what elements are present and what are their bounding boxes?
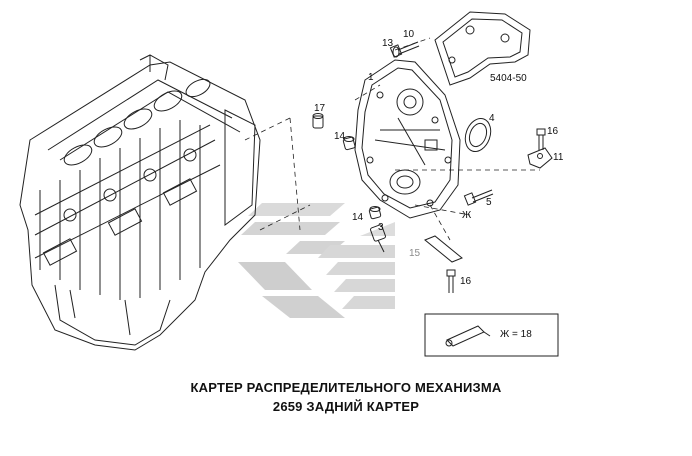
caption-line-2: 2659 ЗАДНИЙ КАРТЕР <box>272 399 420 414</box>
callout-11: 11 <box>553 152 564 163</box>
callout-16-top: 16 <box>547 126 559 137</box>
watermark-logo <box>238 203 395 318</box>
rear-cover <box>354 59 461 219</box>
legend-box: Ж = 18 <box>424 313 559 357</box>
bolt-5 <box>463 189 494 206</box>
dowel-17 <box>312 113 324 129</box>
bolt-10 <box>389 41 420 58</box>
callout-15: 15 <box>409 248 421 259</box>
callout-10: 10 <box>403 29 415 40</box>
bolt-16-bottom <box>446 269 456 293</box>
bolt-16-top <box>536 128 546 150</box>
callout-1: 1 <box>368 72 374 83</box>
callout-4: 4 <box>489 113 495 124</box>
callout-ref-5404-50: 5404-50 <box>490 73 527 84</box>
callout-16-bottom: 16 <box>460 276 472 287</box>
legend-text: Ж = 18 <box>500 329 532 340</box>
callout-13: 13 <box>382 38 394 49</box>
plate-15 <box>424 235 463 263</box>
callout-14-bottom: 14 <box>352 212 364 223</box>
gasket <box>434 11 531 86</box>
callout-3: 3 <box>378 222 384 233</box>
engine-block <box>19 54 261 351</box>
callout-star: Ж <box>462 210 472 221</box>
washer-13 <box>392 46 400 58</box>
callout-5: 5 <box>486 197 492 208</box>
sealant-tube-icon <box>445 325 491 347</box>
callout-14-top: 14 <box>334 131 346 142</box>
bracket-11 <box>527 147 553 169</box>
callout-17: 17 <box>314 103 326 114</box>
dowel-14-bottom <box>368 206 382 220</box>
seal-ring <box>464 118 492 152</box>
caption-line-1: КАРТЕР РАСПРЕДЕЛИТЕЛЬНОГО МЕХАНИЗМА <box>190 380 502 395</box>
callout-labels: 10 13 1 5404-50 17 14 4 16 11 5 Ж 14 3 1… <box>314 29 564 287</box>
dowel-14-top <box>342 136 356 151</box>
plug-3 <box>370 224 386 253</box>
